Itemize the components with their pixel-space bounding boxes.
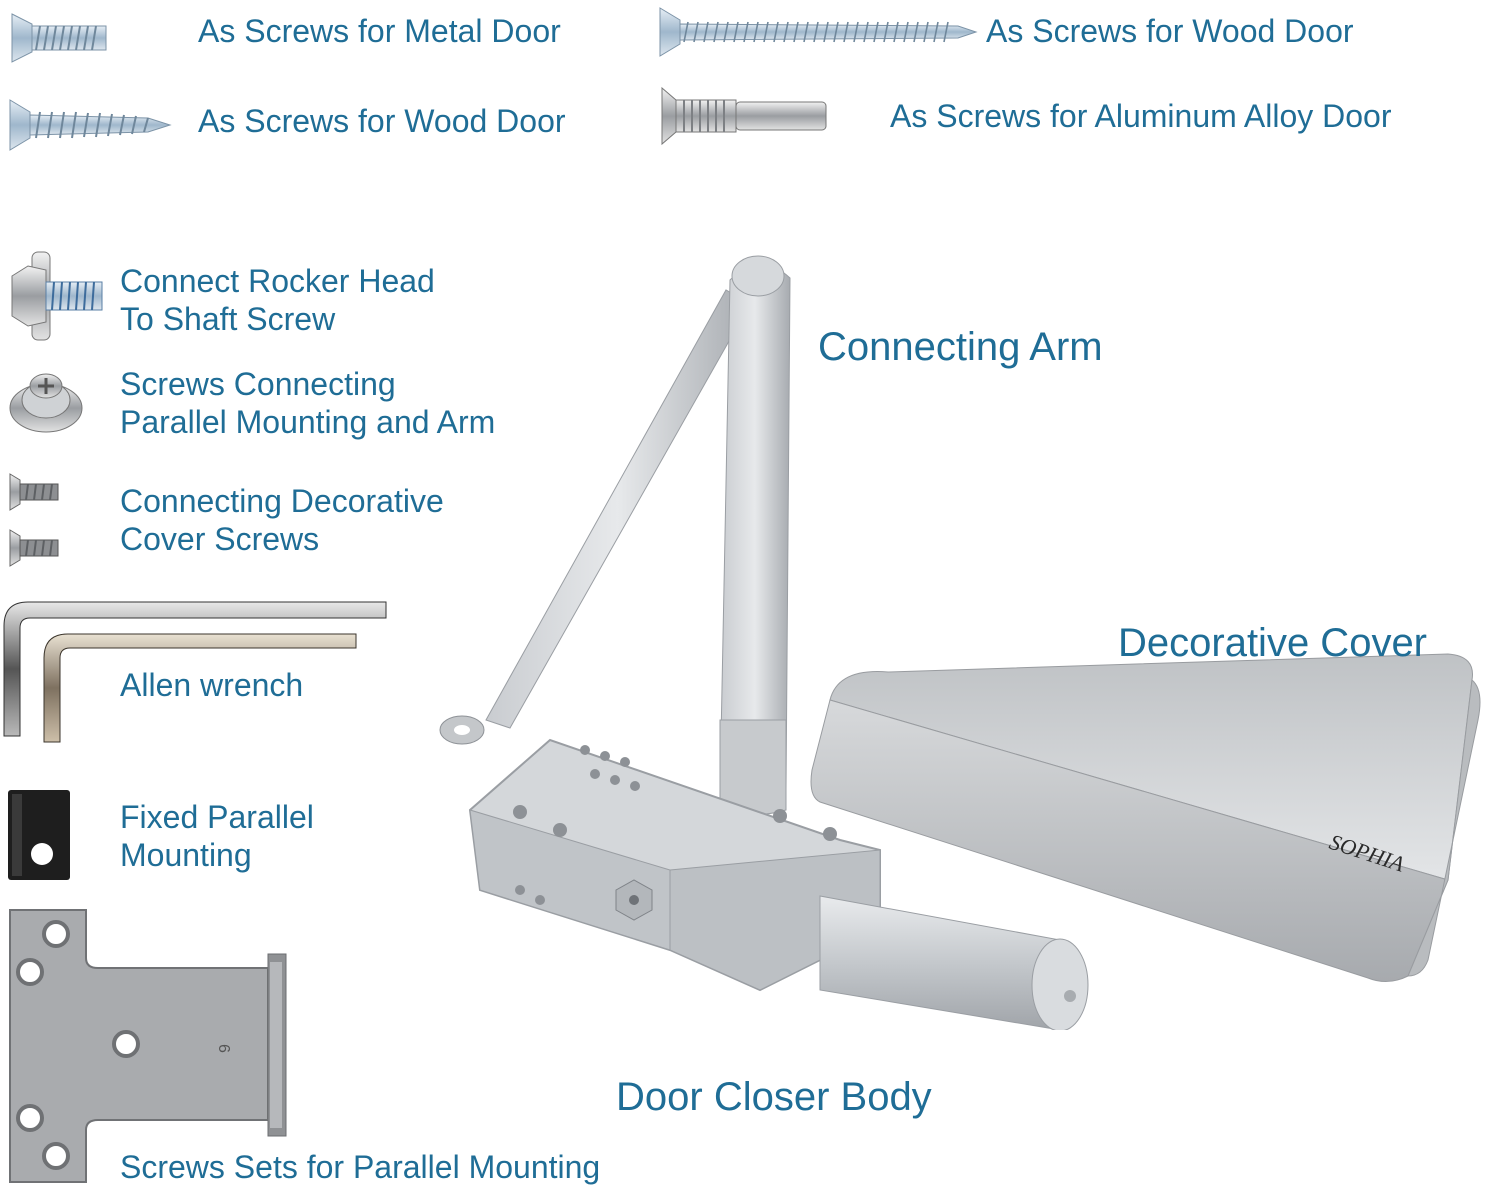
parallel-arm-screw-label-line2: Parallel Mounting and Arm (120, 404, 496, 440)
plate-digit: 6 (215, 1044, 232, 1053)
door-closer-body-label: Door Closer Body (616, 1075, 932, 1119)
door-closer-illustration (420, 250, 1120, 1030)
rocker-head-screw-label-line1: Connect Rocker Head (120, 263, 435, 299)
metal-door-screw-icon (10, 8, 110, 68)
short-wood-screw-label: As Screws for Wood Door (198, 103, 566, 139)
long-wood-screw-label: As Screws for Wood Door (986, 13, 1354, 49)
cover-screws-icon (8, 470, 64, 576)
rocker-head-screw-icon (6, 248, 106, 344)
vertical-arm (719, 264, 791, 791)
short-wood-screw-icon (8, 94, 173, 156)
metal-door-screw-label: As Screws for Metal Door (198, 13, 561, 49)
cover-screws-label-line1: Connecting Decorative (120, 483, 444, 519)
parallel-arm-screw-icon (6, 362, 92, 438)
parallel-arm-screw-label-line1: Screws Connecting (120, 366, 396, 402)
fixed-parallel-mounting-label-line1: Fixed Parallel (120, 799, 314, 835)
fixed-parallel-mounting-icon (6, 788, 72, 882)
parallel-mounting-plate-icon: 6 (6, 906, 292, 1186)
connecting-arm-label: Connecting Arm (818, 325, 1103, 369)
closer-cylinder (819, 895, 1061, 1030)
cover-screws-label-line2: Cover Screws (120, 521, 320, 557)
screws-sets-label: Screws Sets for Parallel Mounting (120, 1149, 601, 1185)
long-wood-screw-icon (658, 4, 978, 60)
decorative-cover-label: Decorative Cover (1118, 621, 1428, 665)
fixed-parallel-mounting-label-line2: Mounting (120, 837, 252, 873)
diagonal-arm (485, 289, 751, 729)
aluminum-door-screw-label: As Screws for Aluminum Alloy Door (890, 98, 1392, 134)
rocker-head-screw-label-line2: To Shaft Screw (120, 301, 336, 337)
allen-wrench-icon (0, 596, 392, 748)
aluminum-door-screw-icon (660, 86, 830, 146)
decorative-cover-illustration: SOPHIA (808, 640, 1488, 990)
allen-wrench-label: Allen wrench (120, 667, 304, 703)
